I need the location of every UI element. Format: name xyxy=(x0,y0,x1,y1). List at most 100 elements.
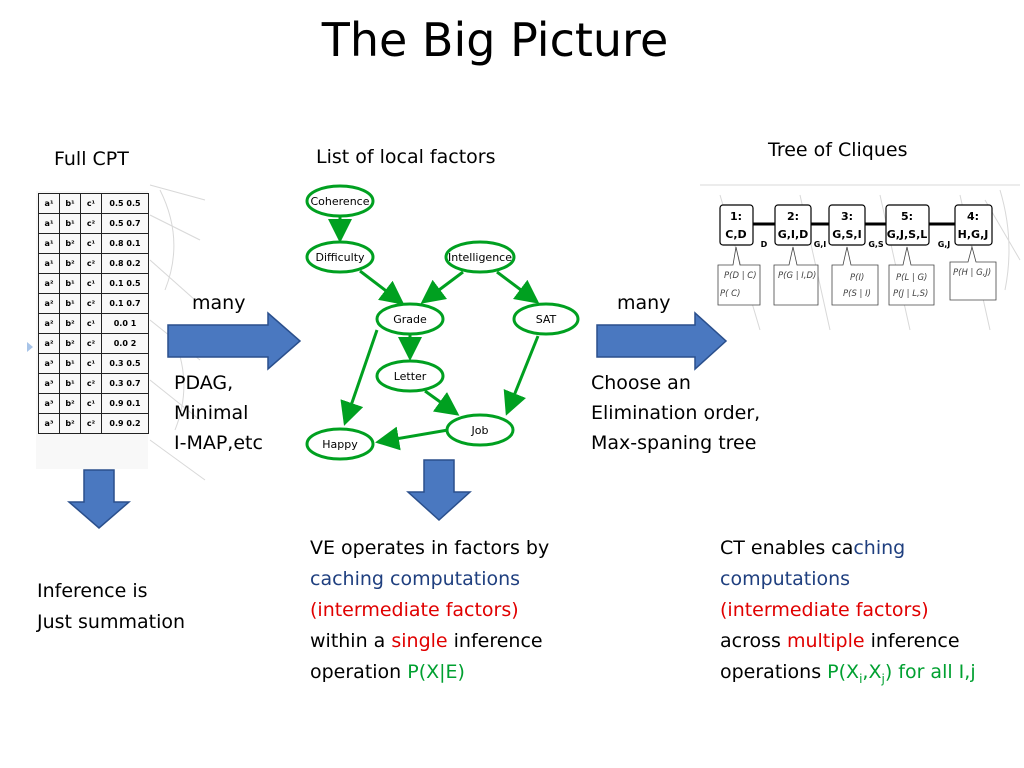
ct-text: operations xyxy=(720,661,828,683)
left-right-arrow xyxy=(167,311,302,371)
factors-down-arrow xyxy=(406,459,472,522)
ct-text: across xyxy=(720,630,787,652)
node-intelligence xyxy=(444,240,516,274)
node-letter xyxy=(375,359,445,393)
clique-vars: H,G,J xyxy=(958,228,989,241)
ve-caption-line: VE operates in factors by xyxy=(310,537,550,559)
middle-right-arrow xyxy=(596,311,728,371)
slide-title: The Big Picture xyxy=(321,13,669,67)
clique-vars: G,J,S,L xyxy=(887,228,928,241)
ct-query-sub: i xyxy=(859,671,863,686)
left-caption-line: I-MAP,etc xyxy=(174,432,263,454)
ct-text: inference xyxy=(864,630,960,652)
node-difficulty xyxy=(305,240,375,274)
inference-caption-line: Just summation xyxy=(37,611,186,633)
clique-factor: P(I) xyxy=(850,273,864,283)
node-grade-label: Grade xyxy=(393,313,427,326)
ct-query: P(Xi,Xj) for all I,j xyxy=(827,661,975,686)
clique-5-callout xyxy=(888,246,935,306)
sepset-label: D xyxy=(761,240,768,249)
right-caption-line: Choose an xyxy=(591,372,691,394)
cpt-value-cell: 0.1 0.7 xyxy=(101,293,149,314)
clique-boxes xyxy=(719,204,993,246)
inference-caption: Inference is Just summation xyxy=(37,576,185,638)
clique-vars: G,I,D xyxy=(778,228,809,241)
bayes-network xyxy=(328,216,540,451)
node-sat-label: SAT xyxy=(536,313,557,326)
ct-query-part: ,X xyxy=(862,661,882,683)
left-caption-line: PDAG, xyxy=(174,372,234,394)
left-many-label: many xyxy=(192,292,246,314)
clique-id: 3: xyxy=(841,210,853,223)
ve-caption-line: within a single inference xyxy=(310,626,549,657)
sepset-label: G,S xyxy=(868,240,884,249)
local-factors-label: List of local factors xyxy=(316,146,496,168)
clique-id: 2: xyxy=(787,210,799,223)
node-difficulty-label: Difficulty xyxy=(315,251,365,264)
sepset-label: G,J xyxy=(938,240,951,249)
inference-caption-line: Inference is xyxy=(37,580,148,602)
edge-intelligence-grade xyxy=(420,270,464,304)
ve-caption-intermediate: (intermediate factors) xyxy=(310,599,519,621)
cpt-value-cell: 0.9 0.2 xyxy=(101,413,149,434)
factor-callouts xyxy=(717,245,997,306)
ve-query: P(X|E) xyxy=(407,661,465,683)
ct-text: CT enables ca xyxy=(720,537,854,559)
ct-query-part: P(X xyxy=(827,661,860,683)
full-cpt-label: Full CPT xyxy=(54,148,129,170)
ct-caption-intermediate: (intermediate factors) xyxy=(720,599,929,621)
edge-job-happy xyxy=(375,426,449,451)
cpt-down-arrow xyxy=(66,469,132,529)
ct-caption-highlight: computations xyxy=(720,568,851,590)
ve-caption: VE operates in factors by caching comput… xyxy=(310,533,549,688)
clique-factor: P(L | G) xyxy=(896,273,927,283)
edge-grade-happy xyxy=(340,329,379,426)
node-happy xyxy=(305,427,375,461)
ve-text: operation xyxy=(310,661,408,683)
edge-difficulty-grade xyxy=(359,269,405,305)
right-many-label: many xyxy=(617,292,671,314)
left-edge-arrow-stub xyxy=(27,342,33,352)
clique-3-callout xyxy=(831,246,879,306)
ct-highlight: ching xyxy=(853,537,906,559)
cpt-variable-cell: c² xyxy=(80,413,102,434)
node-grade xyxy=(375,302,445,336)
left-caption-line: Minimal xyxy=(174,402,249,424)
clique-factor: P(G | I,D) xyxy=(778,271,816,281)
ct-caption-line: across multiple inference xyxy=(720,626,976,657)
clique-factor: P(S | I) xyxy=(843,289,871,299)
ve-caption-line: operation P(X|E) xyxy=(310,657,549,688)
sepset-label: G,I xyxy=(814,240,827,249)
node-sat xyxy=(512,302,580,336)
node-happy-label: Happy xyxy=(322,438,358,451)
ve-text: inference xyxy=(447,630,543,652)
ct-multiple: multiple xyxy=(786,630,865,652)
clique-factor: P(H | G,J) xyxy=(953,268,991,278)
clique-factor: P( C) xyxy=(720,289,740,299)
ct-caption-line: operations P(Xi,Xj) for all I,j xyxy=(720,657,976,688)
ct-caption-line: CT enables caching xyxy=(720,533,976,564)
tree-of-cliques-label: Tree of Cliques xyxy=(768,139,908,161)
clique-3-box xyxy=(828,204,866,246)
clique-1-box xyxy=(719,204,754,246)
edge-intelligence-sat xyxy=(496,270,540,304)
right-caption-line: Elimination order, xyxy=(591,402,761,424)
node-coherence-label: Coherence xyxy=(311,195,370,208)
node-letter-label: Letter xyxy=(394,370,427,383)
clique-5-box xyxy=(885,204,930,246)
node-job-label: Job xyxy=(471,424,489,437)
node-coherence xyxy=(305,184,375,218)
bayes-nodes xyxy=(305,184,580,461)
clique-id: 4: xyxy=(967,210,979,223)
node-intelligence-label: Intelligence xyxy=(448,251,512,264)
clique-2-box xyxy=(774,204,812,246)
ve-text: within a xyxy=(310,630,392,652)
